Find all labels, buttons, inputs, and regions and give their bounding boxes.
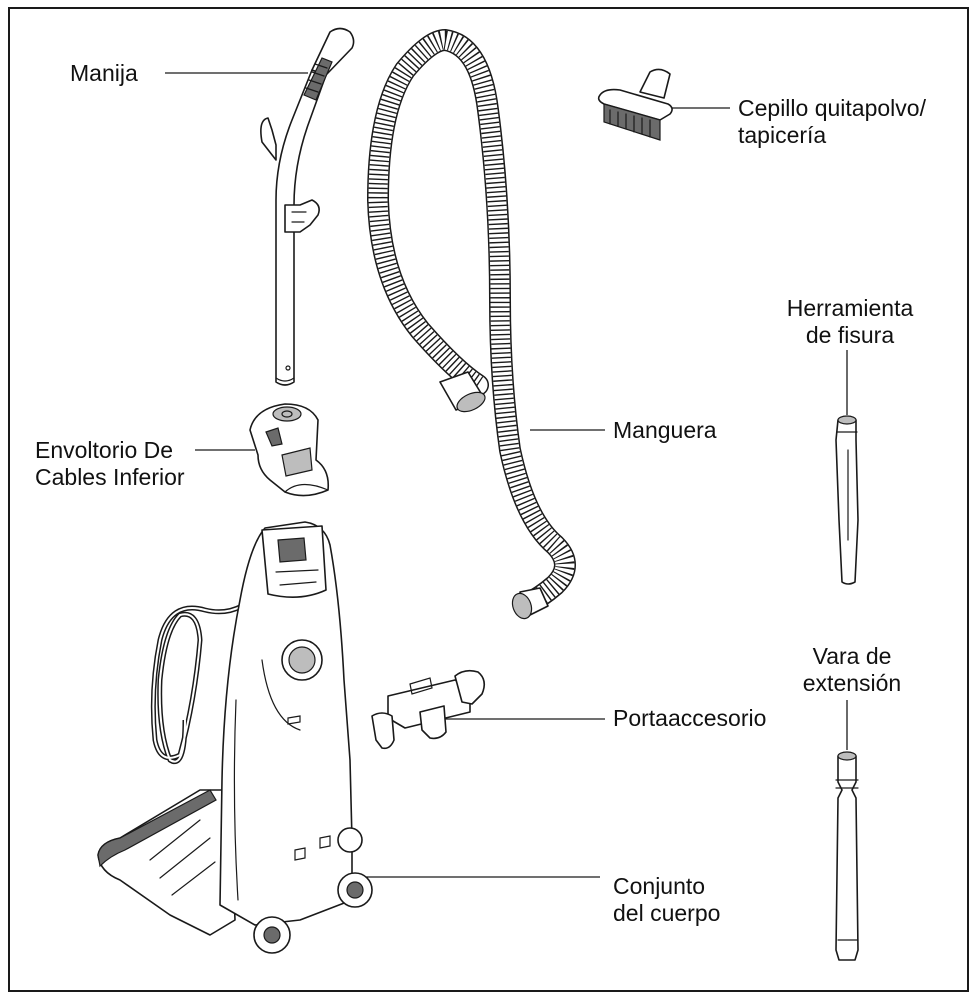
crevice-tool-illustration [835,415,859,585]
extension-wand-illustration [835,751,859,961]
leader-lines [165,72,848,878]
diagram-frame [8,7,969,992]
label-cepillo: Cepillo quitapolvo/ tapicería [738,95,926,148]
label-herramienta: Herramienta de fisura [786,295,914,348]
cord-wrap-illustration [249,403,330,497]
label-manguera: Manguera [613,417,717,443]
vacuum-body-illustration [97,521,373,954]
hose-illustration [366,28,576,620]
handle-illustration [260,27,355,386]
brush-illustration [597,68,673,141]
label-conjunto: Conjunto del cuerpo [613,873,721,926]
label-vara: Vara de extensión [802,643,902,696]
label-manija: Manija [70,60,138,86]
accessory-holder-illustration [371,669,486,750]
label-envoltorio: Envoltorio De Cables Inferior [35,437,185,490]
label-portaaccesorio: Portaaccesorio [613,705,767,731]
